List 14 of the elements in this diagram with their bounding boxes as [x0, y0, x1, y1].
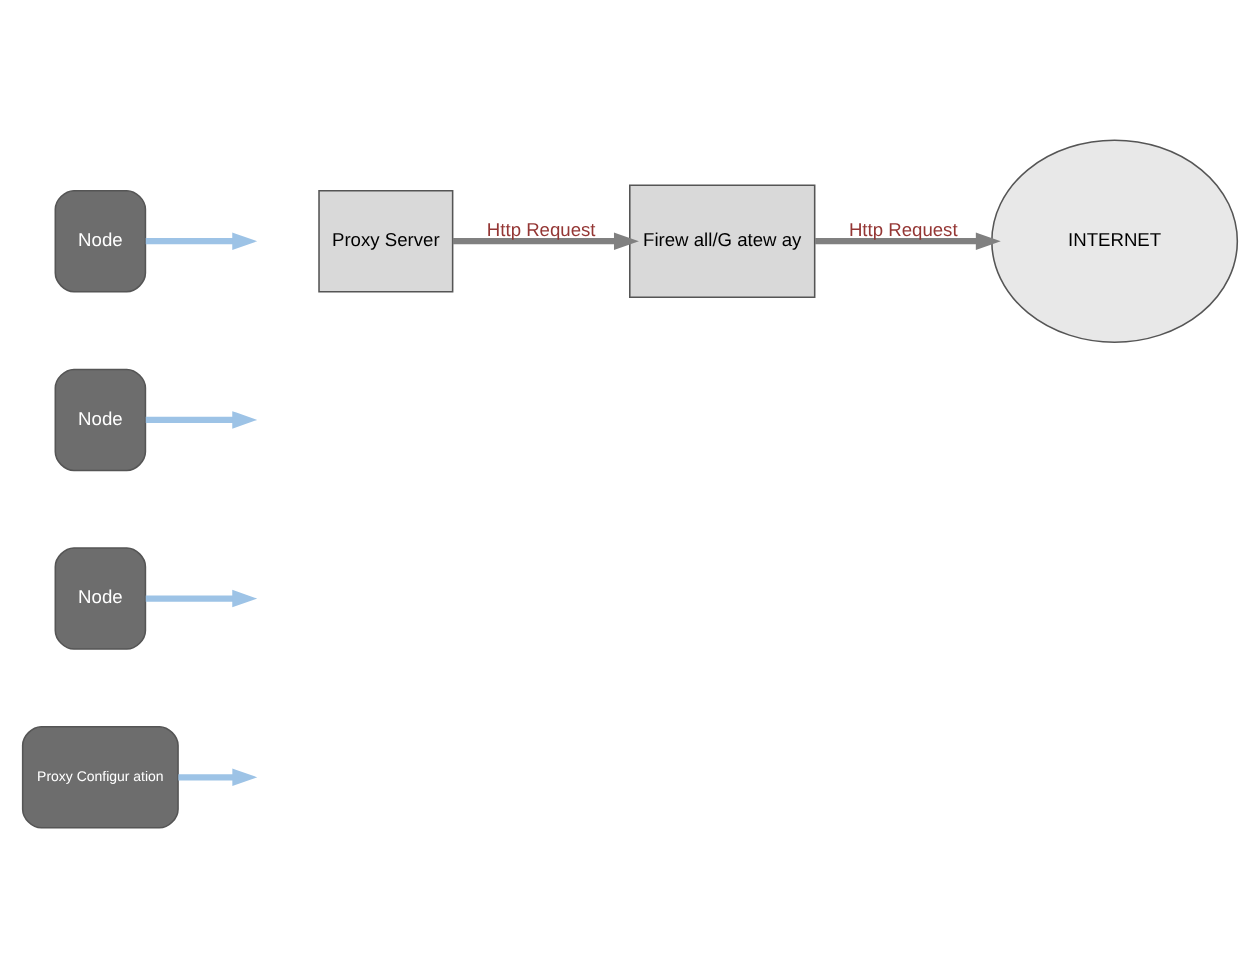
edge-label: Http Request	[486, 218, 596, 239]
arrow	[452, 231, 639, 249]
node-box: Proxy Server	[318, 188, 454, 292]
arrow	[145, 410, 258, 428]
node-box: Node	[54, 546, 147, 649]
node-box: Node	[54, 367, 147, 471]
arrow	[178, 767, 258, 786]
node-ellipse: INTERNET	[991, 138, 1239, 342]
arrow	[815, 231, 1001, 249]
node-box: Node	[54, 188, 147, 292]
edge-label: Http Request	[848, 218, 958, 239]
arrow	[145, 588, 258, 607]
arrow	[145, 231, 258, 249]
node-box: Firew all/G atew ay	[629, 183, 816, 297]
